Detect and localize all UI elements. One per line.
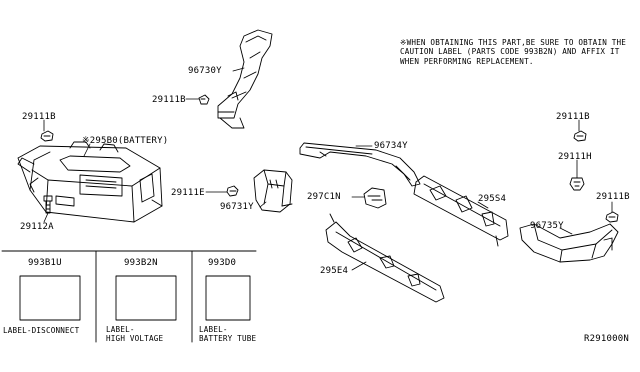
callout-96735y: 96735Y xyxy=(530,221,564,231)
duct-96731y-drawing xyxy=(253,169,293,213)
label-cell-1-caption: LABEL-DISCONNECT xyxy=(3,326,80,336)
callout-295s4: 295S4 xyxy=(478,194,507,204)
label-cell-3-caption-line-2: BATTERY TUBE xyxy=(199,333,257,343)
callout-96731y: 96731Y xyxy=(220,202,254,212)
label-cell-2-caption-line-1: LABEL- xyxy=(106,325,135,334)
leader-lines xyxy=(43,67,613,271)
bracket-297c1n-drawing xyxy=(363,187,387,209)
labels-table-grid xyxy=(1,250,257,343)
clip-29111b-duct-drawing xyxy=(198,94,210,105)
label-cell-1-caption-line: LABEL-DISCONNECT xyxy=(3,326,80,335)
duct-96735y-drawing xyxy=(519,223,619,263)
label-cell-1-code: 993B1U xyxy=(28,258,62,268)
grommet-29111h-drawing xyxy=(569,177,585,191)
callout-29111b-left: 29111B xyxy=(22,112,56,122)
battery-drawing xyxy=(17,141,163,223)
duct-96730y-drawing xyxy=(217,29,273,129)
label-cell-3-caption: LABEL- BATTERY TUBE xyxy=(199,325,257,343)
clip-29111b-right-side-drawing xyxy=(605,211,619,223)
frame-96734y-drawing xyxy=(299,142,421,187)
label-cell-3-code: 993D0 xyxy=(208,258,237,268)
diagram-code: R291000N xyxy=(584,334,629,344)
clip-29111b-right-top-drawing xyxy=(573,130,587,142)
label-cell-2-caption-line-2: HIGH VOLTAGE xyxy=(106,333,164,343)
note-mark: ※ xyxy=(400,38,407,47)
label-cell-2-code: 993B2N xyxy=(124,258,158,268)
label-cell-3-caption-line-1: LABEL- xyxy=(199,325,228,334)
harness-295s4-drawing xyxy=(413,175,509,247)
label-cell-2-caption: LABEL- HIGH VOLTAGE xyxy=(106,325,164,343)
harness-295e4-drawing xyxy=(325,213,445,303)
caution-note: ※WHEN OBTAINING THIS PART,BE SURE TO OBT… xyxy=(400,38,636,66)
callout-96734y: 96734Y xyxy=(374,141,408,151)
clip-29111b-left-drawing xyxy=(40,130,54,142)
callout-29111b-rside: 29111B xyxy=(596,192,630,202)
callout-29112a: 29112A xyxy=(20,222,54,232)
callout-29111h: 29111H xyxy=(558,152,592,162)
callout-29111e: 29111E xyxy=(171,188,205,198)
callout-297c1n: 297C1N xyxy=(307,192,341,202)
note-text: WHEN OBTAINING THIS PART,BE SURE TO OBTA… xyxy=(400,38,627,66)
callout-29111b-duct: 29111B xyxy=(152,95,186,105)
callout-29111b-rtop: 29111B xyxy=(556,112,590,122)
callout-295b0-battery: ※295B0(BATTERY) xyxy=(82,136,169,146)
callout-96730y: 96730Y xyxy=(188,66,222,76)
callout-295e4: 295E4 xyxy=(320,266,349,276)
clip-29111e-drawing xyxy=(226,185,239,197)
